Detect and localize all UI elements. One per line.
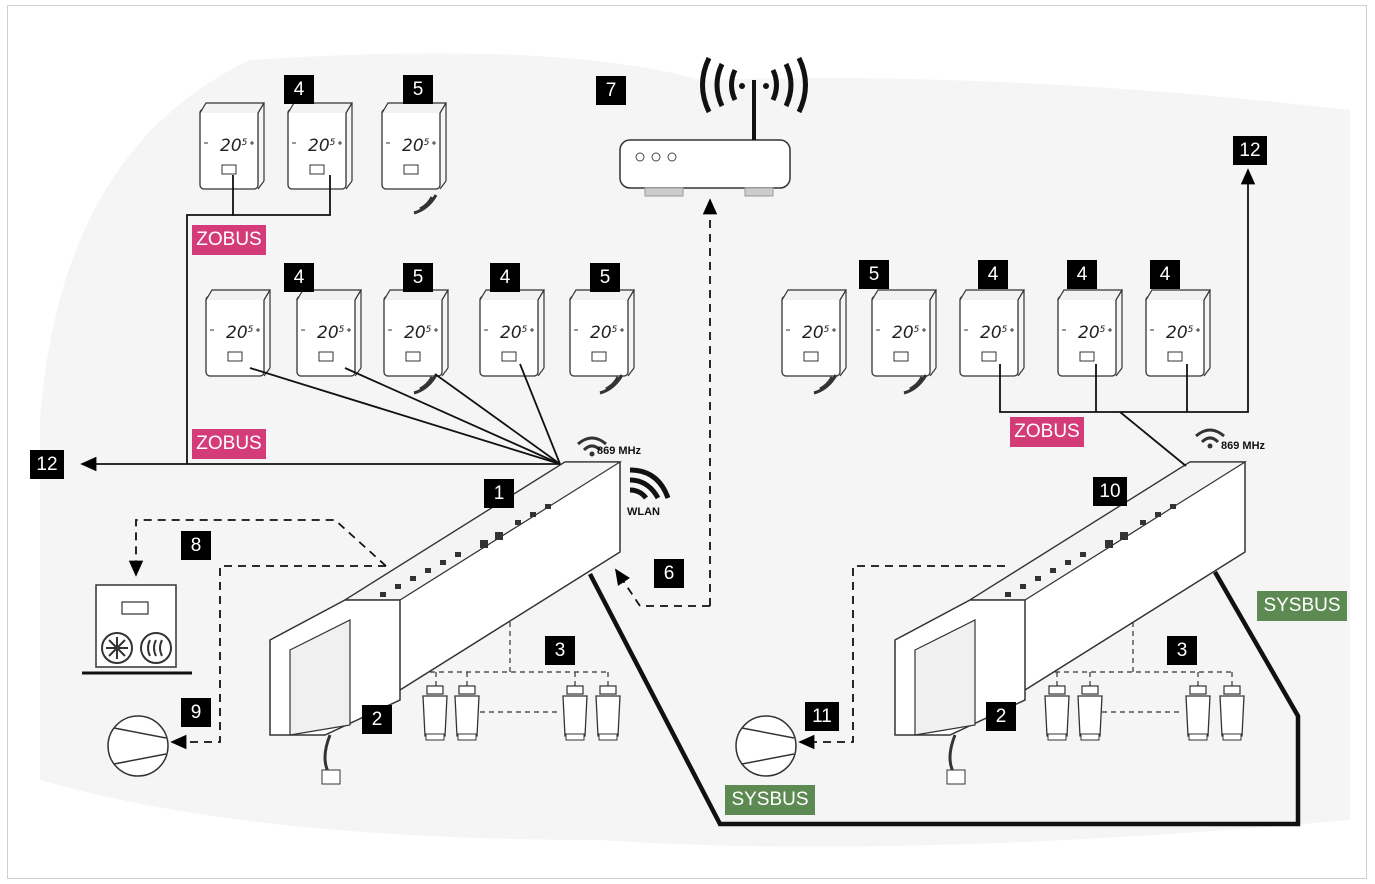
- label-router: 7: [596, 76, 626, 105]
- label-thermostat-wired: 4: [284, 75, 314, 104]
- sysbus-tag: SYSBUS: [725, 785, 815, 815]
- label-thermostat-wired: 4: [1067, 260, 1097, 289]
- radio-frequency-label: 869 MHz: [1221, 440, 1266, 452]
- label-actuators: 3: [1167, 636, 1197, 665]
- svg-text:205: 205: [404, 323, 432, 343]
- label-thermostat-wired: 4: [490, 263, 520, 292]
- wlan-label: WLAN: [627, 506, 660, 518]
- label-heat-cool-changeover: 8: [181, 531, 211, 560]
- svg-text:205: 205: [308, 136, 336, 156]
- radio-frequency-label: 869 MHz: [597, 445, 642, 457]
- label-controller-slave: 10: [1093, 477, 1127, 506]
- label-power-supply: 2: [362, 705, 392, 734]
- zobus-tag: ZOBUS: [1010, 417, 1084, 447]
- zobus-tag: ZOBUS: [192, 429, 266, 459]
- label-extension: 12: [30, 450, 64, 479]
- svg-text:205: 205: [980, 323, 1008, 343]
- zobus-tag: ZOBUS: [192, 225, 266, 255]
- label-power-supply: 2: [986, 702, 1016, 731]
- label-thermostat-wired: 4: [284, 263, 314, 292]
- label-extension: 12: [1233, 136, 1267, 165]
- label-thermostat-wireless: 5: [403, 75, 433, 104]
- controller-right: [894, 461, 1248, 785]
- svg-text:205: 205: [802, 323, 830, 343]
- label-pump: 9: [181, 698, 211, 727]
- label-thermostat-wireless: 5: [859, 260, 889, 289]
- svg-text:205: 205: [226, 323, 254, 343]
- label-controller-master: 1: [484, 479, 514, 508]
- label-thermostat-wired: 4: [978, 260, 1008, 289]
- diagram-frame: [7, 5, 1367, 879]
- svg-text:205: 205: [892, 323, 920, 343]
- label-thermostat-wired: 4: [1150, 260, 1180, 289]
- display: 205: [220, 136, 248, 156]
- svg-text:205: 205: [402, 136, 430, 156]
- label-thermostat-wireless: 5: [403, 263, 433, 292]
- svg-text:205: 205: [500, 323, 528, 343]
- label-pump: 11: [805, 702, 839, 731]
- svg-text:205: 205: [1078, 323, 1106, 343]
- sysbus-tag: SYSBUS: [1257, 591, 1347, 621]
- label-thermostat-wireless: 5: [590, 263, 620, 292]
- svg-text:205: 205: [317, 323, 345, 343]
- svg-text:205: 205: [1166, 323, 1194, 343]
- label-wlan-link: 6: [654, 559, 684, 588]
- controller-left: [269, 461, 623, 785]
- label-actuators: 3: [545, 636, 575, 665]
- svg-text:205: 205: [590, 323, 618, 343]
